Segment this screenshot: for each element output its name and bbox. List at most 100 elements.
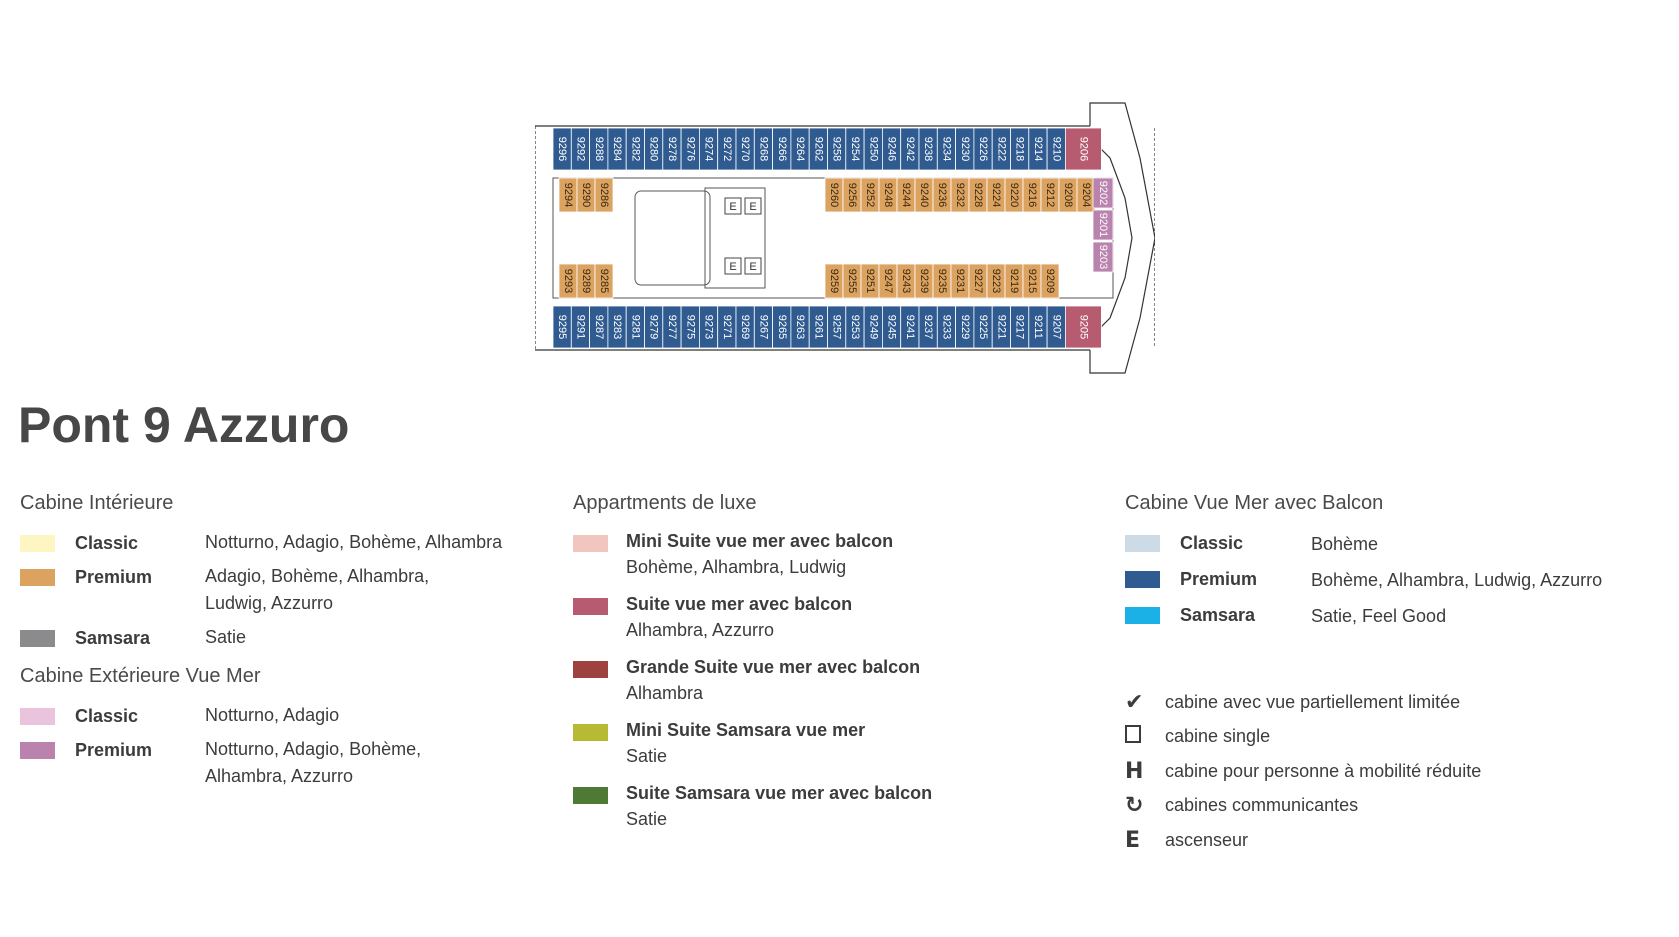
cabin-9282: 9282 [625,127,645,171]
symbol-legend: ✔ cabine avec vue partiellement limitée … [1125,685,1481,858]
legend-row-ext-premium: Premium Notturno, Adagio, Bohème, Alhamb… [20,739,535,790]
cabin-number: 9255 [846,269,858,293]
cabin-9215: 9215 [1022,263,1042,299]
cabin-number: 9222 [995,137,1007,161]
legend-value: Satie [205,627,247,647]
cabin-9294: 9294 [558,177,578,213]
cabin-9281: 9281 [625,305,645,349]
legend-interieure: Cabine Intérieure Classic Notturno, Adag… [20,492,535,801]
swatch [20,569,55,586]
cabin-number: 9270 [739,137,751,161]
cabin-number: 9214 [1032,137,1044,161]
legend-value: Notturno, Adagio, Bohème, Alhambra, Azzu… [205,736,535,790]
cabin-number: 9288 [593,137,605,161]
cabin-9221: 9221 [991,305,1011,349]
legend-heading: Appartments de luxe [573,492,757,514]
cabin-9214: 9214 [1028,127,1048,171]
checkmark-icon: ✔ [1125,689,1144,715]
symbol-row: H cabine pour personne à mobilité réduit… [1125,754,1481,789]
cabin-9292: 9292 [570,127,590,171]
cabin-number: 9235 [936,269,948,293]
cabin-number: 9226 [977,137,989,161]
legend-heading: Cabine Intérieure [20,492,174,514]
cabin-number: 9223 [990,269,1002,293]
legend-value-line: Ludwig, Azzurro [205,593,334,613]
legend-row-samsara: Samsara Satie [20,627,535,651]
cabin-number: 9201 [1097,213,1109,237]
cabin-9251: 9251 [860,263,880,299]
cabin-number: 9203 [1097,245,1109,269]
legend-value: Bohème [1311,534,1379,554]
cabin-number: 9267 [758,315,770,339]
cabin-9219: 9219 [1004,263,1024,299]
cabin-number: 9257 [831,315,843,339]
cabin-9204: 9204 [1076,177,1096,213]
cabin-9210: 9210 [1046,127,1066,171]
cabin-number: 9202 [1097,181,1109,205]
legend-text: Grande Suite vue mer avec balcon Alhambr… [626,657,920,707]
legend-value-line: Adagio, Bohème, Alhambra, [205,566,430,586]
legend-value: Satie [626,746,668,766]
cabin-9254: 9254 [845,127,865,171]
cabin-number: 9264 [794,137,806,161]
legend-text: Mini Suite vue mer avec balcon Bohème, A… [626,531,893,581]
cabin-number: 9244 [900,183,912,207]
cabin-9217: 9217 [1010,305,1030,349]
cabin-9270: 9270 [735,127,755,171]
cabin-number: 9280 [648,137,660,161]
cabin-9283: 9283 [607,305,627,349]
swatch [573,598,608,615]
symbol-text: ascenseur [1165,829,1249,850]
legend-value: Bohème, Alhambra, Ludwig [626,557,847,577]
cabin-number: 9263 [794,315,806,339]
cabin-number: 9249 [867,315,879,339]
cabin-9223: 9223 [986,263,1006,299]
legend-label: Suite Samsara vue mer avec balcon [626,783,933,803]
legend-value: Adagio, Bohème, Alhambra, Ludwig, Azzurr… [205,563,535,617]
page-title: Pont 9 Azzuro [18,397,350,453]
elevator-letter: E [729,261,736,273]
cabin-number: 9242 [904,137,916,161]
cabin-9235: 9235 [932,263,952,299]
legend-label: Premium [75,567,153,587]
legend-row-balcon-premium: Premium Bohème, Alhambra, Ludwig, Azzurr… [1125,569,1602,591]
cabin-9252: 9252 [860,177,880,213]
cabin-9272: 9272 [717,127,737,171]
cabin-number: 9276 [684,137,696,161]
cabin-9278: 9278 [662,127,682,171]
legend-label: Premium [1180,569,1258,589]
cabin-9277: 9277 [662,305,682,349]
cabin-number: 9224 [990,183,1002,207]
cabin-9284: 9284 [607,127,627,171]
cabin-9209: 9209 [1040,263,1060,299]
cabin-9257: 9257 [827,305,847,349]
cabin-number: 9278 [666,137,678,161]
swatch [20,708,55,725]
cabin-number: 9272 [721,137,733,161]
elevator-e-icon: E [1125,827,1141,853]
cabin-9245: 9245 [881,305,902,349]
legend-value: Notturno, Adagio [205,705,340,725]
symbol-row: ↻ cabines communicantes [1125,789,1481,824]
symbol-row: E ascenseur [1125,823,1481,858]
cabin-9276: 9276 [680,127,700,171]
cabin-number: 9279 [648,315,660,339]
cabin-9286: 9286 [594,177,614,213]
legend-value: Alhambra [626,683,704,703]
cabin-number: 9227 [972,269,984,293]
swatch [573,787,608,804]
cabin-number: 9248 [882,183,894,207]
cabin-9289: 9289 [576,263,596,299]
elevator-letter: E [749,261,756,273]
cabin-number: 9219 [1008,269,1020,293]
cabin-9262: 9262 [808,127,828,171]
cabin-9232: 9232 [950,177,970,213]
cabin-number: 9282 [629,137,641,161]
cabin-number: 9261 [812,315,824,339]
cabin-9288: 9288 [589,127,609,171]
cabin-number: 9296 [556,137,568,161]
cabin-9241: 9241 [900,305,920,349]
symbol-text: cabine pour personne à mobilité réduite [1165,760,1482,781]
cabin-9293: 9293 [558,263,578,299]
